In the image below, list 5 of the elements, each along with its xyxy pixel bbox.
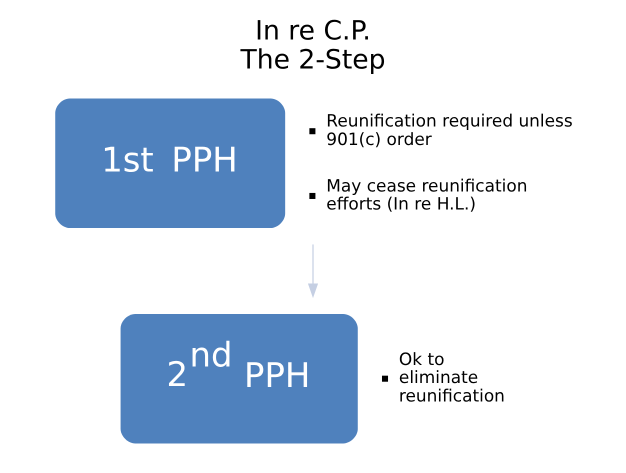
- diagram-title: In re C.P. The 2-Step: [240, 15, 386, 76]
- node-label: Ok to eliminate reunification: [398, 349, 505, 406]
- node-label: Reunification required unless 901(c) order: [326, 110, 573, 149]
- arrow: [308, 244, 318, 298]
- node-label: May cease reunification efforts (In re H.L.): [326, 175, 528, 214]
